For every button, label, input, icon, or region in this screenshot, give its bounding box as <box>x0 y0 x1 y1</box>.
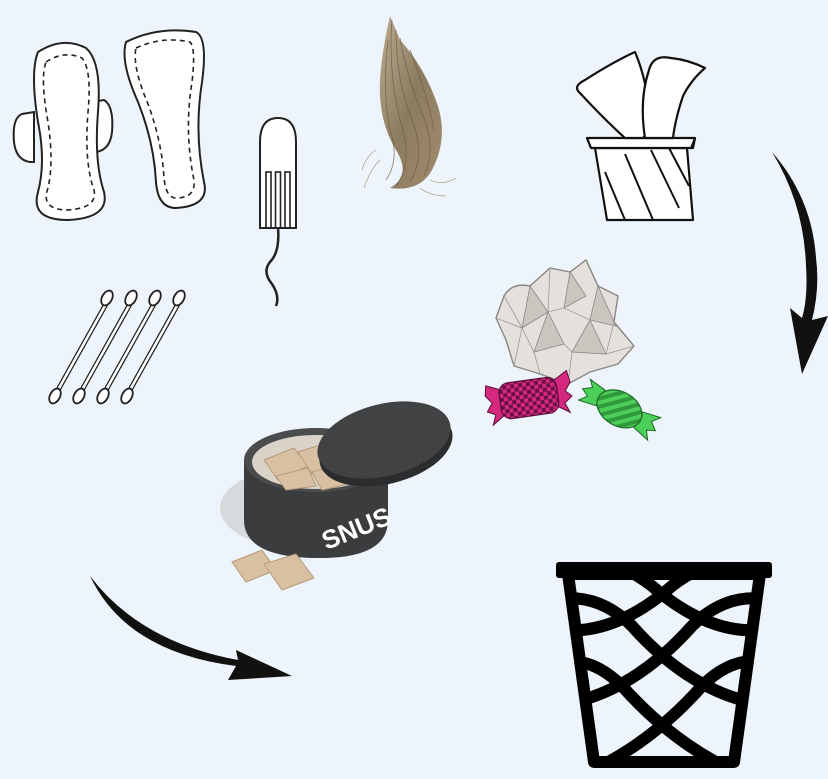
snus-tin-icon: SNUS <box>216 390 456 570</box>
cotton-swabs-icon <box>44 286 194 411</box>
tissue-box-icon <box>565 40 715 225</box>
candy-wrapper-green-icon <box>578 370 662 446</box>
curved-arrow-right-icon <box>86 572 296 692</box>
crumpled-paper-icon <box>494 256 640 386</box>
curved-arrow-down-icon <box>760 148 828 378</box>
trash-bin-icon <box>552 556 776 778</box>
candy-wrapper-pink-icon <box>484 370 574 428</box>
hair-lock-icon <box>360 10 470 200</box>
sanitary-pads-icon <box>8 22 218 232</box>
tampon-icon <box>248 112 308 312</box>
